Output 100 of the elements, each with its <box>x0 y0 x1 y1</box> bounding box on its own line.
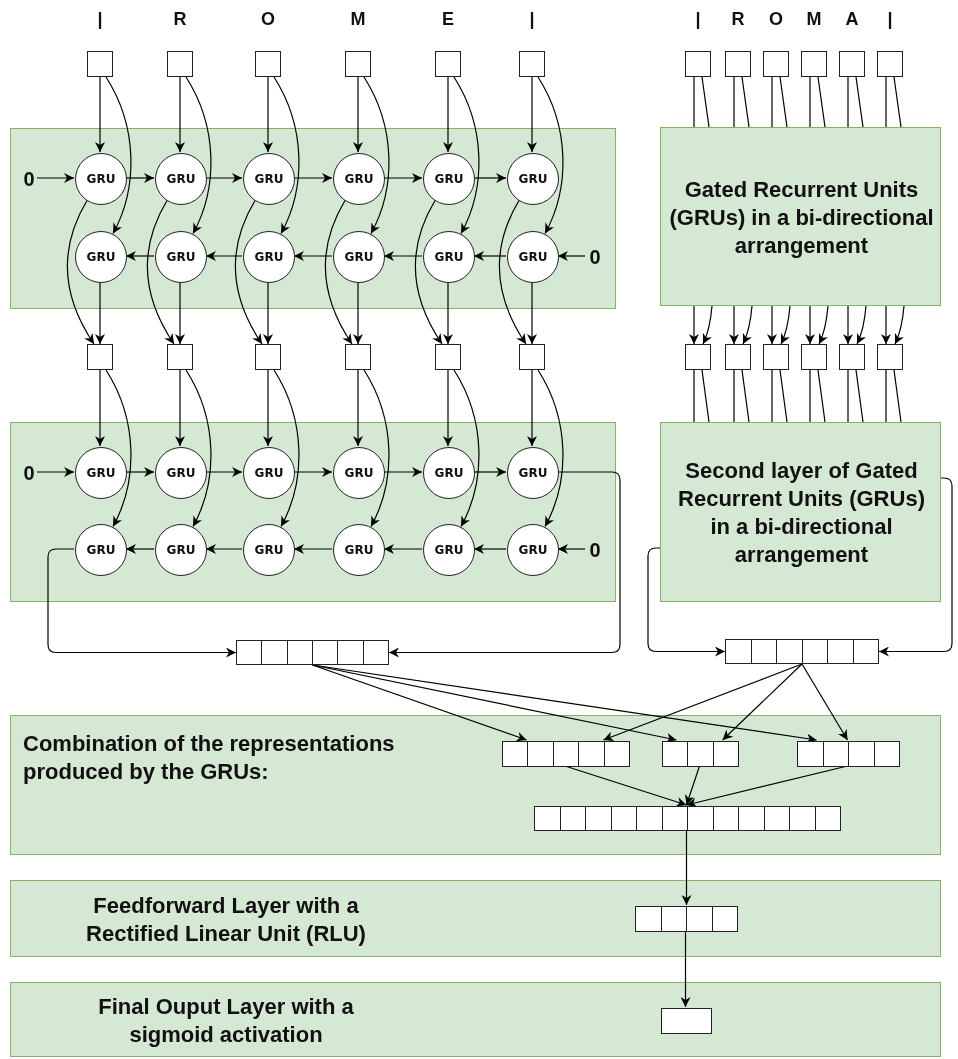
character-label: A <box>844 8 860 30</box>
vector-square <box>725 51 751 77</box>
arrow <box>684 765 701 806</box>
arrow <box>205 467 243 477</box>
vector-square <box>255 344 281 370</box>
arrow <box>537 76 564 235</box>
arrow <box>801 663 849 741</box>
vector-square <box>685 344 711 370</box>
character-label: M <box>805 8 823 30</box>
gru-unit: GRU <box>423 447 475 499</box>
arrow <box>175 369 185 447</box>
gru-unit: GRU <box>507 153 559 205</box>
character-label: O <box>260 8 276 30</box>
character-label: | <box>694 8 702 30</box>
gru-unit: GRU <box>155 153 207 205</box>
arrow <box>453 369 480 528</box>
initial-state-text: 0 <box>586 537 604 563</box>
vector-square <box>87 51 113 77</box>
vector-square <box>763 51 789 77</box>
gru-unit: GRU <box>75 447 127 499</box>
arrow <box>36 467 75 477</box>
arrow <box>443 281 453 345</box>
gru-unit: GRU <box>423 231 475 283</box>
arrow <box>453 76 480 235</box>
output-box <box>661 1008 712 1034</box>
arrow <box>780 305 791 345</box>
connector-line <box>779 76 788 128</box>
gru-unit: GRU <box>75 524 127 576</box>
connector-line <box>809 369 811 423</box>
vector-square <box>839 51 865 77</box>
vector-square <box>763 344 789 370</box>
arrow <box>95 369 105 447</box>
arrow <box>742 305 753 345</box>
arrow <box>147 199 175 345</box>
vector-square <box>87 344 113 370</box>
gru-unit: GRU <box>423 524 475 576</box>
connector-line <box>693 76 695 128</box>
panel-text: Final Ouput Layer with a sigmoid activation <box>97 992 355 1049</box>
arrow <box>818 305 829 345</box>
character-label: E <box>441 8 455 30</box>
connector-line <box>771 76 773 128</box>
character-label: O <box>768 8 784 30</box>
arrow <box>125 251 155 261</box>
arrow <box>729 305 739 345</box>
vector-bar <box>797 741 900 767</box>
arrow <box>47 548 237 658</box>
arrow <box>67 199 95 345</box>
connector-line <box>741 76 750 128</box>
gru-unit: GRU <box>507 447 559 499</box>
connector-line <box>885 369 887 423</box>
arrow <box>383 467 423 477</box>
arrow <box>363 76 390 235</box>
connector-line <box>855 76 864 128</box>
arrow <box>388 471 621 658</box>
arrow <box>473 173 507 183</box>
arrow <box>36 173 75 183</box>
arrow <box>602 663 803 742</box>
character-label: M <box>349 8 367 30</box>
arrow <box>175 281 185 345</box>
connector-line <box>779 369 788 423</box>
vector-bar <box>725 639 879 664</box>
panel-text: Combination of the representations produced by the GRUs: <box>23 730 396 786</box>
arrow <box>273 369 300 528</box>
vector-bar <box>635 906 738 932</box>
arrow <box>557 251 586 261</box>
arrow <box>363 369 390 528</box>
arrow <box>205 251 243 261</box>
arrow <box>894 305 905 345</box>
gru-unit: GRU <box>243 231 295 283</box>
arrow <box>311 664 818 744</box>
arrow <box>527 281 537 345</box>
vector-square <box>519 51 545 77</box>
connector-line <box>771 369 773 423</box>
gru-unit: GRU <box>333 153 385 205</box>
vector-square <box>801 51 827 77</box>
vector-bar <box>502 741 630 767</box>
layer-panel <box>10 982 941 1057</box>
arrow <box>878 477 953 657</box>
arrow <box>263 76 273 153</box>
arrow <box>681 829 692 906</box>
character-label: R <box>730 8 746 30</box>
arrow <box>767 305 777 345</box>
connector-line <box>893 76 902 128</box>
arrow <box>185 76 212 235</box>
vector-square <box>255 51 281 77</box>
arrow <box>293 467 333 477</box>
arrow <box>689 305 699 345</box>
arrow <box>353 76 363 153</box>
arrow <box>443 76 453 153</box>
gru-unit: GRU <box>333 231 385 283</box>
arrow <box>263 369 273 447</box>
connector-line <box>885 76 887 128</box>
panel-text: Gated Recurrent Units (GRUs) in a bi-directional arrangement <box>668 175 935 260</box>
vector-square <box>435 51 461 77</box>
layer-panel <box>10 715 941 855</box>
arrow <box>293 173 333 183</box>
arrow <box>537 369 564 528</box>
arrow <box>125 544 155 554</box>
gru-unit: GRU <box>333 447 385 499</box>
arrow <box>473 544 507 554</box>
